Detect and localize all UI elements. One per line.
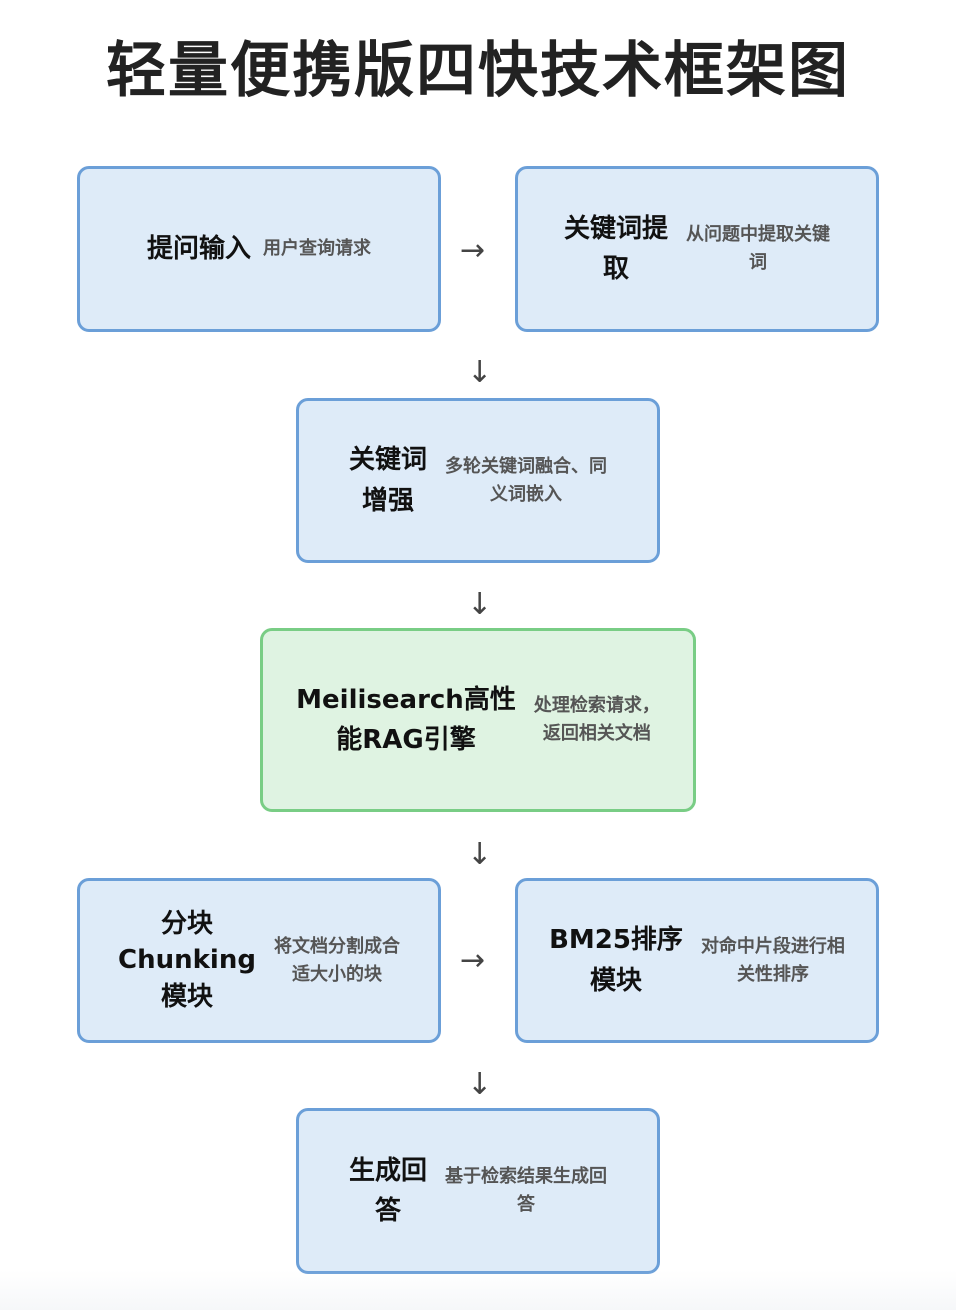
bottom-fade <box>0 1270 956 1310</box>
node-keyword-extract: 关键词提 取 从问题中提取关键 词 <box>515 166 879 332</box>
node-generate-answer: 生成回 答 基于检索结果生成回 答 <box>296 1108 660 1274</box>
node-chunking: 分块 Chunking 模块 将文档分割成合 适大小的块 <box>77 878 441 1043</box>
arrow-right-2: → <box>460 943 486 978</box>
node-generate-answer-desc: 基于检索结果生成回 答 <box>445 1166 607 1215</box>
node-keyword-enhance: 关键词 增强 多轮关键词融合、同 义词嵌入 <box>296 398 660 563</box>
arrow-down-2: ↓ <box>467 587 493 622</box>
arrow-down-4: ↓ <box>467 1067 493 1102</box>
arrow-down-3: ↓ <box>467 837 493 872</box>
arrow-right-1: → <box>460 233 486 268</box>
node-rag-engine-desc: 处理检索请求， 返回相关文档 <box>533 695 660 744</box>
node-question-input: 提问输入 用户查询请求 <box>77 166 441 332</box>
node-question-input-title: 提问输入 <box>146 233 251 264</box>
node-keyword-extract-title: 关键词提 取 <box>563 213 668 284</box>
node-rag-engine: Meilisearch高性 能RAG引擎 处理检索请求， 返回相关文档 <box>260 628 696 812</box>
node-question-input-desc: 用户查询请求 <box>263 238 371 260</box>
node-bm25-desc: 对命中片段进行相 关性排序 <box>700 935 845 985</box>
node-generate-answer-title: 生成回 答 <box>348 1155 427 1226</box>
node-keyword-enhance-desc: 多轮关键词融合、同 义词嵌入 <box>445 455 607 505</box>
node-keyword-extract-desc: 从问题中提取关键 词 <box>686 224 830 273</box>
arrow-down-1: ↓ <box>467 355 493 390</box>
node-rag-engine-title: Meilisearch高性 能RAG引擎 <box>296 684 516 755</box>
diagram-title: 轻量便携版四快技术框架图 <box>106 36 850 106</box>
node-chunking-title: 分块 Chunking 模块 <box>118 908 256 1012</box>
node-bm25: BM25排序 模块 对命中片段进行相 关性排序 <box>515 878 879 1043</box>
node-bm25-title: BM25排序 模块 <box>549 925 683 996</box>
node-keyword-enhance-title: 关键词 增强 <box>348 445 427 516</box>
node-chunking-desc: 将文档分割成合 适大小的块 <box>273 935 400 985</box>
